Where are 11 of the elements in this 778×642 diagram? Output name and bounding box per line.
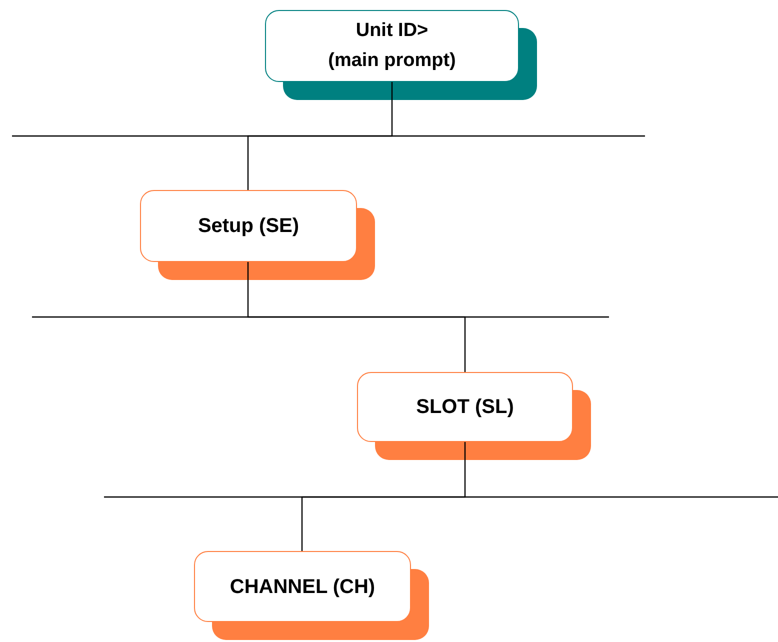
process-box <box>140 190 357 262</box>
process-box <box>357 372 573 442</box>
connector-line <box>247 262 466 372</box>
box-label: Setup (SE) <box>198 214 300 239</box>
process-box <box>194 551 411 622</box>
process-box <box>265 10 519 82</box>
connector-line <box>247 82 393 190</box>
box-label: Unit ID> (main prompt) <box>327 19 457 73</box>
box-label: SLOT (SL) <box>416 395 514 420</box>
box-label: CHANNEL (CH) <box>230 574 376 600</box>
connector-line <box>301 442 466 551</box>
